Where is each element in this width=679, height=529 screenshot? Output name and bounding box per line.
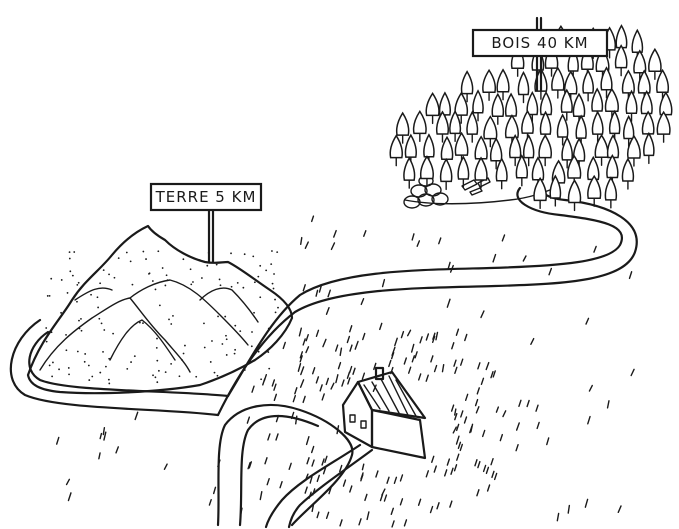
tree bbox=[449, 109, 462, 143]
tree bbox=[648, 47, 662, 81]
tree bbox=[551, 66, 565, 99]
tree bbox=[423, 133, 435, 166]
tree bbox=[489, 137, 503, 170]
tree bbox=[466, 110, 479, 143]
tree bbox=[474, 156, 488, 189]
tree bbox=[454, 91, 469, 124]
tree bbox=[439, 157, 453, 191]
sign-terre-label: TERRE 5 KM bbox=[155, 188, 257, 206]
tree bbox=[560, 88, 573, 121]
tree bbox=[572, 137, 586, 170]
sign-bois: BOIS 40 KM bbox=[471, 16, 609, 92]
house bbox=[246, 322, 540, 529]
sign-bois-label: BOIS 40 KM bbox=[491, 34, 588, 52]
tree bbox=[495, 157, 508, 190]
tree bbox=[425, 92, 440, 125]
tree bbox=[621, 157, 635, 190]
tree bbox=[538, 134, 553, 167]
sign-terre: TERRE 5 KM bbox=[149, 182, 263, 264]
forest bbox=[389, 24, 673, 212]
tree bbox=[587, 174, 602, 207]
tree bbox=[556, 113, 569, 146]
tree bbox=[522, 134, 535, 167]
tree bbox=[412, 109, 427, 143]
tree bbox=[389, 134, 403, 167]
tree bbox=[457, 155, 470, 188]
tree bbox=[403, 156, 416, 189]
tree bbox=[419, 155, 434, 188]
tree bbox=[567, 154, 582, 187]
tree bbox=[567, 179, 582, 212]
log-pile bbox=[403, 175, 449, 209]
tree bbox=[435, 110, 449, 143]
tree bbox=[604, 87, 619, 120]
tree bbox=[656, 110, 671, 143]
tree bbox=[491, 92, 505, 125]
tree bbox=[643, 131, 655, 165]
tree bbox=[600, 66, 613, 99]
house-grass-texture bbox=[246, 322, 540, 528]
tree bbox=[460, 70, 474, 103]
tree bbox=[515, 154, 529, 187]
tree bbox=[591, 110, 604, 143]
tree bbox=[561, 136, 574, 169]
tree bbox=[454, 131, 469, 164]
tree bbox=[496, 68, 510, 101]
tree bbox=[508, 134, 522, 167]
tree bbox=[582, 69, 595, 102]
tree bbox=[482, 68, 497, 101]
tree bbox=[626, 134, 641, 167]
tree-cluster bbox=[389, 24, 673, 212]
tree bbox=[604, 176, 618, 209]
tree bbox=[549, 174, 562, 207]
grass-texture bbox=[55, 215, 635, 522]
tree bbox=[483, 115, 498, 148]
tree bbox=[625, 89, 638, 122]
tree bbox=[533, 176, 547, 210]
tree bbox=[526, 91, 539, 124]
tree bbox=[517, 70, 530, 104]
tree bbox=[622, 114, 635, 148]
mountain bbox=[26, 224, 294, 395]
tree bbox=[608, 109, 621, 143]
tree bbox=[614, 44, 628, 77]
mountain-stipple bbox=[45, 250, 279, 385]
tree bbox=[472, 89, 484, 122]
tree bbox=[395, 111, 410, 144]
tree bbox=[656, 68, 670, 101]
